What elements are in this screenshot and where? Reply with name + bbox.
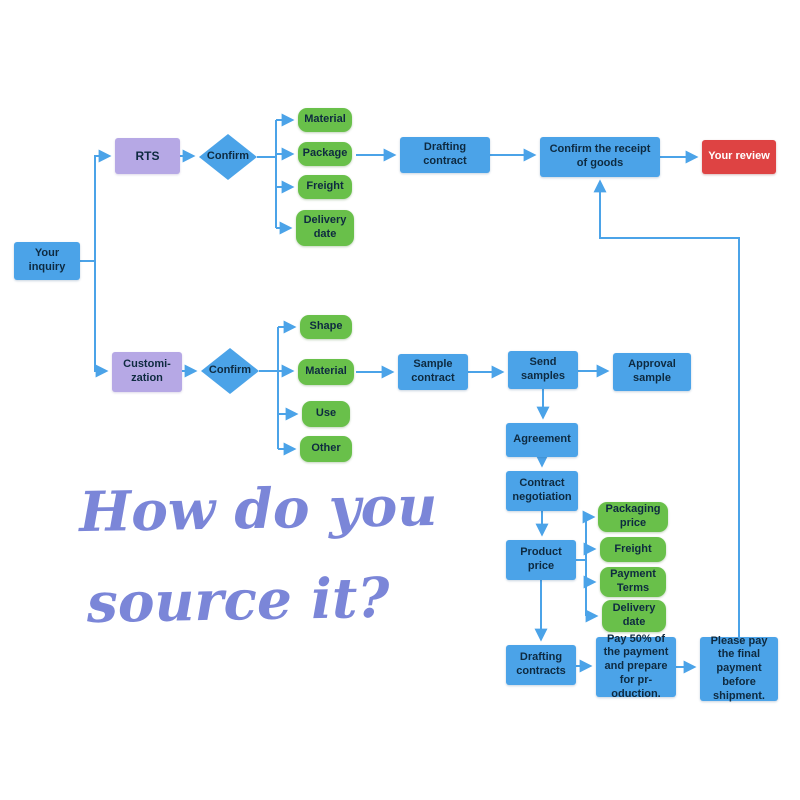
node-custom-other: Other — [300, 436, 352, 462]
node-pay-50-percent: Pay 50% of the payment and prepare for p… — [596, 633, 676, 700]
node-approval-sample: Approval sample — [613, 353, 691, 391]
node-price-payment-terms: Payment Terms — [600, 567, 666, 597]
node-confirm-receipt: Confirm the receipt of goods — [540, 137, 660, 177]
node-rts-delivery-date: Delivery date — [296, 210, 354, 246]
node-price-packaging: Packaging price — [598, 502, 668, 532]
node-rts-freight: Freight — [298, 175, 352, 199]
node-custom-use: Use — [302, 401, 350, 427]
node-sample-contract: Sample contract — [398, 354, 468, 390]
node-send-samples: Send samples — [508, 351, 578, 389]
node-rts: RTS — [115, 138, 180, 174]
node-agreement: Agreement — [506, 423, 578, 457]
node-rts-package: Package — [298, 142, 352, 166]
caption-line-1: How do you — [78, 472, 438, 545]
node-product-price: Product price — [506, 540, 576, 580]
node-final-payment: Please pay the final payment before ship… — [700, 635, 778, 702]
node-contract-negotiation: Contract negotiation — [506, 471, 578, 511]
node-your-inquiry: Your inquiry — [14, 242, 80, 280]
node-drafting-contracts: Drafting contracts — [506, 645, 576, 685]
node-drafting-contract: Drafting contract — [400, 137, 490, 173]
node-customization: Customi-zation — [112, 352, 182, 392]
node-custom-shape: Shape — [300, 315, 352, 339]
node-rts-material: Material — [298, 108, 352, 132]
node-price-freight: Freight — [600, 537, 666, 562]
caption-how-do-you-source-it: How do you source it? — [78, 461, 439, 649]
node-price-delivery-date: Delivery date — [602, 600, 666, 632]
node-your-review: Your review — [702, 140, 776, 174]
caption-line-2: source it? — [86, 564, 391, 635]
node-custom-material: Material — [298, 359, 354, 385]
